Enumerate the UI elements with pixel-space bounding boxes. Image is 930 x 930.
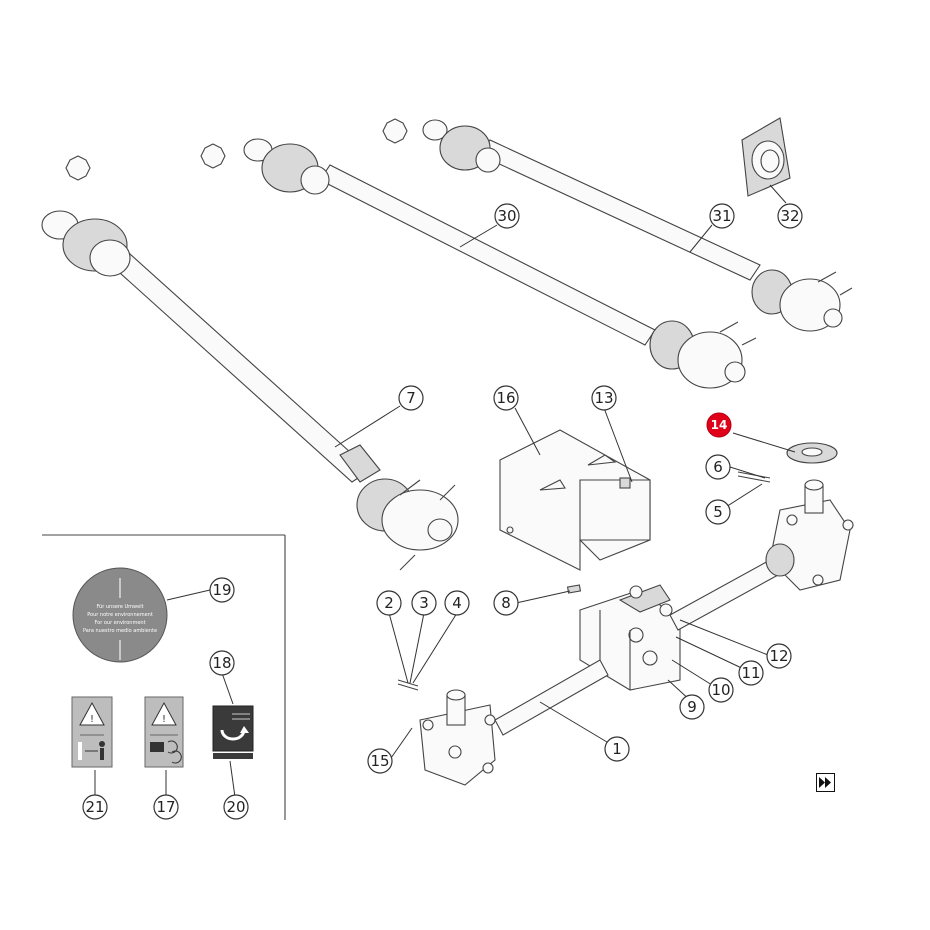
callout-8[interactable]: 8: [493, 590, 519, 616]
center-gearbox[interactable]: [494, 559, 779, 736]
rotation-decal-18[interactable]: [212, 705, 254, 752]
callout-31[interactable]: 31: [709, 203, 735, 229]
callout-label: 9: [687, 698, 697, 716]
callout-19[interactable]: 19: [209, 577, 235, 603]
callout-label: 21: [85, 798, 104, 816]
svg-text:!: !: [90, 714, 94, 725]
callout-17[interactable]: 17: [153, 794, 179, 820]
callout-label: 15: [370, 752, 389, 770]
callout-21[interactable]: 21: [82, 794, 108, 820]
callout-label: 4: [452, 594, 462, 612]
callout-15[interactable]: 15: [367, 748, 393, 774]
decal-line-3: For our environment: [94, 620, 145, 626]
key-8[interactable]: [566, 584, 582, 594]
environment-decal-19[interactable]: Für unsere Umwelt Pour notre environneme…: [72, 567, 168, 663]
callout-label: 17: [156, 798, 175, 816]
warning-decal-21[interactable]: !: [71, 696, 113, 768]
callout-11[interactable]: 11: [738, 660, 764, 686]
callout-9[interactable]: 9: [679, 694, 705, 720]
callout-label: 5: [713, 503, 723, 521]
callout-1[interactable]: 1: [604, 736, 630, 762]
callout-32[interactable]: 32: [777, 203, 803, 229]
callout-4[interactable]: 4: [444, 590, 470, 616]
stripe-decal-20[interactable]: [213, 753, 253, 759]
next-page-button[interactable]: [816, 773, 835, 792]
callout-label: 20: [226, 798, 245, 816]
pto-shaft-30[interactable]: [200, 138, 757, 389]
decal-line-1: Für unsere Umwelt: [96, 604, 143, 610]
pto-shaft-31[interactable]: [382, 118, 853, 332]
leader-lines: [94, 184, 796, 798]
callout-10[interactable]: 10: [708, 677, 734, 703]
decal-frame: [42, 534, 286, 820]
fast-forward-icon: [819, 777, 831, 788]
decal-line-4: Para nuestro medio ambiente: [83, 628, 157, 634]
callout-label: 32: [780, 207, 799, 225]
callout-2[interactable]: 2: [376, 590, 402, 616]
callout-label: 13: [594, 389, 613, 407]
decal-line-2: Pour notre environnement: [87, 612, 153, 618]
callout-label: 10: [711, 681, 730, 699]
right-gearbox[interactable]: [765, 479, 854, 591]
left-gearbox[interactable]: [419, 689, 496, 786]
warning-decal-17[interactable]: !: [144, 696, 184, 768]
callout-label: 31: [712, 207, 731, 225]
callout-20[interactable]: 20: [223, 794, 249, 820]
callout-7[interactable]: 7: [398, 385, 424, 411]
callout-label: 19: [212, 581, 231, 599]
pin-6[interactable]: [737, 471, 771, 483]
seal-plate-32[interactable]: [741, 117, 791, 197]
svg-text:!: !: [162, 714, 166, 725]
callout-label: 11: [741, 664, 760, 682]
callout-label: 16: [496, 389, 515, 407]
callout-label: 2: [384, 594, 394, 612]
callout-label: 18: [212, 654, 231, 672]
callout-label: 6: [713, 458, 723, 476]
callout-6[interactable]: 6: [705, 454, 731, 480]
callout-label: 1: [612, 740, 622, 758]
callout-16[interactable]: 16: [493, 385, 519, 411]
callout-5[interactable]: 5: [705, 499, 731, 525]
callout-18[interactable]: 18: [209, 650, 235, 676]
pto-shaft-7[interactable]: [41, 155, 459, 571]
callout-14-highlighted[interactable]: 14: [706, 412, 732, 438]
callout-label: 12: [769, 647, 788, 665]
callout-3[interactable]: 3: [411, 590, 437, 616]
callout-label: 7: [406, 389, 416, 407]
callout-label: 3: [419, 594, 429, 612]
callout-13[interactable]: 13: [591, 385, 617, 411]
washer-14[interactable]: [786, 442, 838, 464]
callout-12[interactable]: 12: [766, 643, 792, 669]
callout-label: 30: [497, 207, 516, 225]
callout-label: 14: [711, 418, 728, 432]
callout-30[interactable]: 30: [494, 203, 520, 229]
callout-label: 8: [501, 594, 511, 612]
shield-guard-16[interactable]: [499, 429, 651, 571]
